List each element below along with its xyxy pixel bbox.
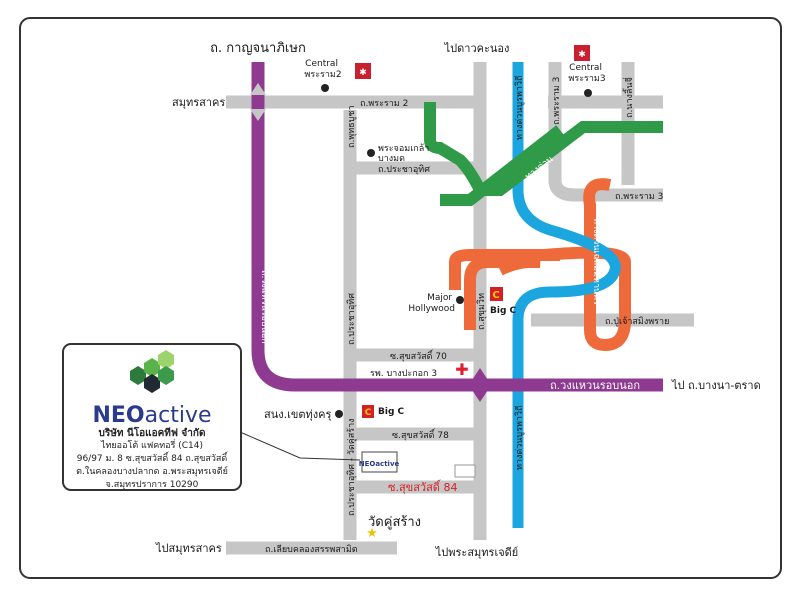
roads <box>226 62 694 555</box>
ring-arrow-right-up <box>472 368 488 380</box>
orange-branch <box>464 255 541 330</box>
label-kanchanaphisek: ถ. กาญจนาภิเษก <box>210 41 306 56</box>
big-c-glyph-small: C <box>365 408 372 418</box>
company-marker <box>361 451 398 473</box>
big-c-logo-small <box>362 405 374 418</box>
label-phuttha-bucha: ถ.พุทธบูชา <box>347 105 357 148</box>
logo-neo: NEO <box>92 403 145 428</box>
label-phra-chom-klao: พระจอมเกล้า บางมด <box>378 143 432 164</box>
label-bang-na-trat: ไป ถ.บางนา-ตราด <box>671 379 761 392</box>
ring-arrow-down <box>250 109 266 121</box>
label-rama2: ถ.พระราม 2 <box>360 99 408 109</box>
phra-chom-klao-line1: พระจอมเกล้า <box>378 143 429 154</box>
central-logo-glyph-2: ✱ <box>578 50 586 60</box>
label-burapha-top: ทางด่วนบูรพาวิถี <box>514 76 525 140</box>
label-rama3-vertical: ถ.พระราม 3 <box>552 77 562 125</box>
company-hexagon-logo <box>130 350 174 393</box>
label-pracha-uthit-mid: ถ.ประชาอุทิศ <box>346 293 357 345</box>
phra-chom-klao-line2: บางมด <box>378 154 405 164</box>
label-outer-ring-road: ถ.วงแหวนรอบนอก <box>550 379 640 392</box>
company-address-2: 96/97 ม. 8 ซ.สุขสวัสดิ์ 84 ถ.สุขสวัสดิ์ <box>76 454 228 464</box>
label-liab-khlong: ถ.เลียบคลองสรรพสามิต <box>265 544 358 555</box>
central-rama3-logo <box>574 45 590 61</box>
hex-4 <box>144 374 160 393</box>
label-pracha-uthit-bottom: ถ.ประชาอุทิศ - วัดคู่สร้าง <box>346 418 357 516</box>
major-line2: Hollywood <box>408 304 455 314</box>
label-soi-78: ซ.สุขสวัสดิ์ 78 <box>392 428 449 441</box>
orange-spur <box>449 249 560 290</box>
central-rama3-dot <box>584 89 592 97</box>
big-c-glyph: C <box>492 290 499 301</box>
label-outer-ring-vertical: ถ.วงแหวนรอบนอก <box>259 270 269 344</box>
central-rama2-line1: Central <box>305 59 338 69</box>
district-office-dot <box>335 410 343 418</box>
central-logo-glyph: ✱ <box>359 68 367 78</box>
central-rama2-logo <box>355 63 371 79</box>
rama3-road <box>548 179 663 202</box>
company-address-4: จ.สมุทรปราการ 10290 <box>105 480 199 490</box>
company-name: บริษัท นีโอแอคทีฟ จำกัด <box>98 428 206 439</box>
company-marker-logo: NEOactive <box>359 460 400 468</box>
label-nang-linchi: ถ.นางลิ้นจี่ <box>622 77 635 118</box>
big-c-logo <box>490 287 503 301</box>
ring-arrow-right-down <box>472 390 488 402</box>
label-major-hollywood: Major Hollywood <box>408 293 455 314</box>
label-to-samut-sakhon: ไปสมุทรสาคร <box>155 542 222 555</box>
company-logo-text: NEOactive <box>64 405 240 427</box>
green-expressway-lower <box>440 125 564 206</box>
label-to-samut-prakan: ไปพระสมุทรเจดีย์ <box>435 546 519 559</box>
label-central-rama3: Central พระราม3 <box>568 63 605 84</box>
label-wat-khu-sang: วัดคู่สร้าง <box>368 515 421 530</box>
major-hollywood-dot <box>456 296 464 304</box>
label-soi-70: ซ.สุขสวัสดิ์ 70 <box>390 349 447 362</box>
label-pu-chao: ถ.ปู่เจ้าสมิงพราย <box>605 316 669 327</box>
label-express-vertical: ทางด่วนเฉลิมมหานคร <box>591 218 602 305</box>
hex-1 <box>130 366 146 385</box>
label-pracha-uthit-top: ถ.ประชาอุทิศ <box>378 164 430 175</box>
label-samut-sakhon: สมุทรสาคร <box>172 96 225 109</box>
hospital-cross-icon: ✚ <box>455 360 468 379</box>
company-info-card: NEOactive บริษัท นีโอแอคทีฟ จำกัด ไทยออโ… <box>62 343 242 491</box>
hex-2 <box>144 358 160 377</box>
label-central-rama2: Central พระราม2 <box>304 59 341 80</box>
major-line1: Major <box>427 293 452 303</box>
label-big-c-small: Big C <box>378 407 405 417</box>
outer-ring-road <box>251 62 663 392</box>
central-rama2-dot <box>321 84 329 92</box>
central-rama3-line2: พระราม3 <box>568 74 605 84</box>
label-rama3-road: ถ.พระราม 3 <box>615 192 663 202</box>
factory-block <box>454 464 476 478</box>
label-burapha-bottom: ทางด่วนบูรพาวิถี <box>514 406 525 470</box>
label-sukhumvit: ถ.สุขุมวิท <box>476 293 487 330</box>
label-soi-84: ซ.สุขสวัสดิ์ 84 <box>388 479 457 494</box>
hex-3 <box>158 350 174 369</box>
company-address-1: ไทยออโต้ แฟคทอรี่ (C14) <box>100 441 204 451</box>
company-address-3: ต.ในคลองบางปลากด อ.พระสมุทรเจดีย์ <box>76 467 228 477</box>
ring-arrow-up <box>250 83 266 95</box>
callout-line <box>239 431 361 461</box>
hex-5 <box>158 366 174 385</box>
phra-chom-klao-dot <box>367 149 375 157</box>
logo-active: active <box>144 403 212 428</box>
blue-expressway <box>512 62 621 528</box>
label-dao-khanong: ไปดาวคะนอง <box>444 42 510 55</box>
central-rama3-line1: Central <box>569 63 602 73</box>
label-big-c: Big C <box>490 306 517 316</box>
label-district-office: สนง.เขตทุ่งครุ <box>264 408 332 421</box>
central-rama2-line2: พระราม2 <box>304 70 341 80</box>
label-hospital: รพ. บางปะกอก 3 <box>370 369 437 379</box>
temple-star-icon: ★ <box>366 526 378 541</box>
